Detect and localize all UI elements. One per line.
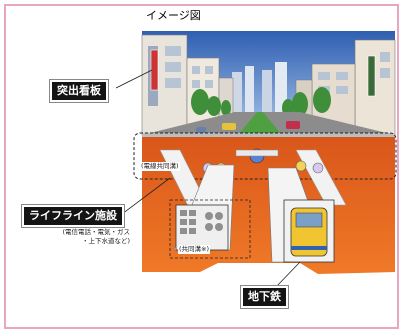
image-caption: イメージ図 bbox=[146, 9, 201, 22]
label-subway: 地下鉄 bbox=[241, 286, 288, 308]
label-lifeline: ライフライン施設 bbox=[22, 205, 124, 227]
car bbox=[222, 123, 236, 130]
subway-tunnel bbox=[267, 167, 335, 263]
label-signboard: 突出看板 bbox=[50, 80, 108, 102]
background-buildings bbox=[232, 62, 287, 112]
projecting-sign-right bbox=[367, 55, 376, 97]
label-lifeline-note-1: (電信電話・電気・ガス bbox=[62, 228, 130, 236]
car bbox=[196, 127, 206, 133]
label-utility-tunnel: (共同溝※) bbox=[178, 245, 211, 254]
label-cable-conduit: (電線共同溝) bbox=[140, 162, 180, 171]
car bbox=[286, 121, 300, 129]
label-lifeline-note-2: ・上下水道など) bbox=[81, 237, 130, 245]
street-trees bbox=[191, 87, 331, 117]
leader-lines bbox=[115, 69, 301, 289]
pink-frame bbox=[4, 4, 399, 329]
projecting-sign-left bbox=[150, 49, 159, 91]
cable-conduit-outline bbox=[133, 132, 397, 180]
utility-tunnel bbox=[169, 164, 251, 259]
